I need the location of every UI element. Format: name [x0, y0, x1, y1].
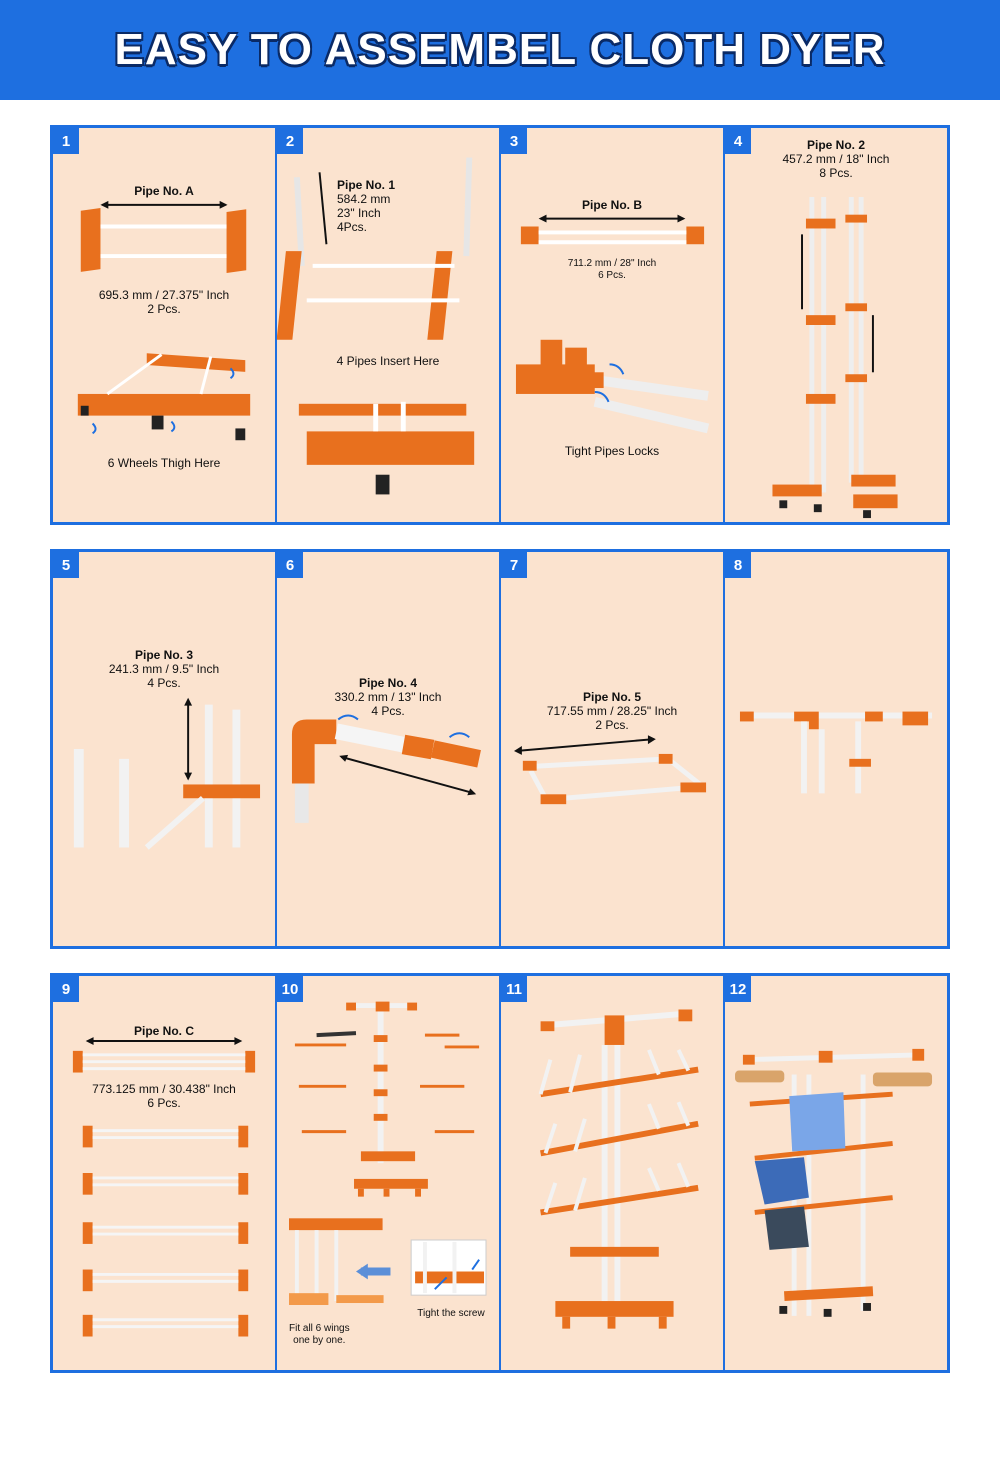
pipe-dimensions: 695.3 mm / 27.375" Inch — [98, 288, 230, 302]
upright-pipes-illustration — [277, 157, 475, 495]
exploded-wings-illustration — [289, 1001, 487, 1305]
step-number: 6 — [277, 552, 303, 578]
pipe-label: Pipe No. 3 — [134, 648, 193, 662]
step-number: 10 — [277, 976, 303, 1002]
elbow-joint-illustration — [291, 714, 481, 823]
finished-dryer-with-clothes-illustration — [735, 1048, 933, 1317]
step-panel-9: 9 Pipe No. C — [53, 976, 277, 1370]
pipe-quantity: 6 Pcs. — [147, 1096, 181, 1110]
step-panel-4: 4 Pipe No. 2 457.2 mm / 18" Inch 8 Pcs. — [725, 128, 947, 522]
pipe-locks-illustration — [515, 214, 710, 434]
pipe-dimensions: 241.3 mm / 9.5" Inch — [108, 662, 220, 676]
step-number: 4 — [725, 128, 751, 154]
caption-fit-wings-line1: Fit all 6 wings — [289, 1323, 350, 1334]
pipe-dimensions: 330.2 mm / 13" Inch — [334, 690, 442, 704]
step-panel-11: 11 — [501, 976, 725, 1370]
pipe-dimensions: 711.2 mm / 28" Inch — [567, 258, 657, 269]
pipe-dimensions-inch: 23" Inch — [337, 206, 381, 220]
step-panel-8: 8 — [725, 552, 947, 946]
pipe-label: Pipe No. 5 — [582, 690, 641, 704]
top-assembly-illustration — [739, 711, 933, 794]
pipe-dimensions: 457.2 mm / 18" Inch — [782, 152, 890, 166]
pipe-label: Pipe No. B — [581, 198, 642, 212]
step-panel-7: 7 Pipe No. 5 717.55 mm / 28.25" Inch 2 P… — [501, 552, 725, 946]
step-caption: 6 Wheels Thigh Here — [107, 456, 221, 470]
pipe-dimensions: 717.55 mm / 28.25" Inch — [546, 704, 678, 718]
full-frame-illustration — [538, 1009, 699, 1329]
short-pipes-illustration — [73, 697, 261, 850]
caption-fit-wings-line2: one by one. — [293, 1335, 346, 1346]
top-frame-illustration — [513, 735, 707, 805]
pipe-quantity: 2 Pcs. — [595, 718, 629, 732]
step-panel-10: 10 — [277, 976, 501, 1370]
step-number: 1 — [53, 128, 79, 154]
step-panel-6: 6 Pipe No. 4 330.2 mm / 13" Inch 4 Pcs. — [277, 552, 501, 946]
pipe-quantity: 4 Pcs. — [147, 676, 181, 690]
step-number: 5 — [53, 552, 79, 578]
pipe-dimensions: 773.125 mm / 30.438" Inch — [92, 1082, 236, 1096]
caption-tight-screw: Tight the screw — [417, 1308, 485, 1319]
steps-row-3: 9 Pipe No. C — [50, 973, 950, 1373]
tower-frame-illustration — [772, 196, 898, 519]
pipe-quantity: 6 Pcs. — [598, 270, 626, 281]
step-caption: 4 Pipes Insert Here — [336, 354, 440, 368]
step-number: 12 — [725, 976, 751, 1002]
step-number: 7 — [501, 552, 527, 578]
pipe-quantity: 4Pcs. — [337, 220, 368, 234]
pipe-label: Pipe No. 4 — [358, 676, 417, 690]
pipe-label: Pipe No. 2 — [806, 138, 865, 152]
step-number: 8 — [725, 552, 751, 578]
step-panel-12: 12 — [725, 976, 947, 1370]
step-panel-2: 2 Pipe No. 1 584.2 mm 23" Inch 4Pcs. 4 P… — [277, 128, 501, 522]
header-banner: EASY TO ASSEMBEL CLOTH DYER — [0, 0, 1000, 100]
steps-row-1: 1 Pipe No. A 695.3 mm / 27.375" Inch 2 P… — [50, 125, 950, 525]
step-number: 9 — [53, 976, 79, 1002]
step-panel-1: 1 Pipe No. A 695.3 mm / 27.375" Inch 2 P… — [53, 128, 277, 522]
pipe-label: Pipe No. A — [134, 184, 194, 198]
step-panel-5: 5 Pipe No. 3 241.3 mm / 9.5" Inch 4 Pcs. — [53, 552, 277, 946]
step-number: 2 — [277, 128, 303, 154]
pipe-quantity: 8 Pcs. — [819, 166, 853, 180]
step-panel-3: 3 Pipe No. B 711.2 mm / 28" Inch 6 Pcs. … — [501, 128, 725, 522]
step-number: 3 — [501, 128, 527, 154]
pipe-label: Pipe No. 1 — [337, 178, 396, 192]
step-number: 11 — [501, 976, 527, 1002]
pipe-quantity: 4 Pcs. — [371, 704, 405, 718]
base-assembly-illustration — [77, 200, 251, 441]
pipe-dimensions-mm: 584.2 mm — [337, 192, 391, 206]
step-caption: Tight Pipes Locks — [564, 444, 660, 458]
pipe-quantity: 2 Pcs. — [147, 302, 181, 316]
pipe-label: Pipe No. C — [133, 1024, 194, 1038]
wing-pipes-illustration — [72, 1037, 256, 1337]
page-title: EASY TO ASSEMBEL CLOTH DYER — [114, 25, 886, 74]
steps-row-2: 5 Pipe No. 3 241.3 mm / 9.5" Inch 4 Pcs.… — [50, 549, 950, 949]
